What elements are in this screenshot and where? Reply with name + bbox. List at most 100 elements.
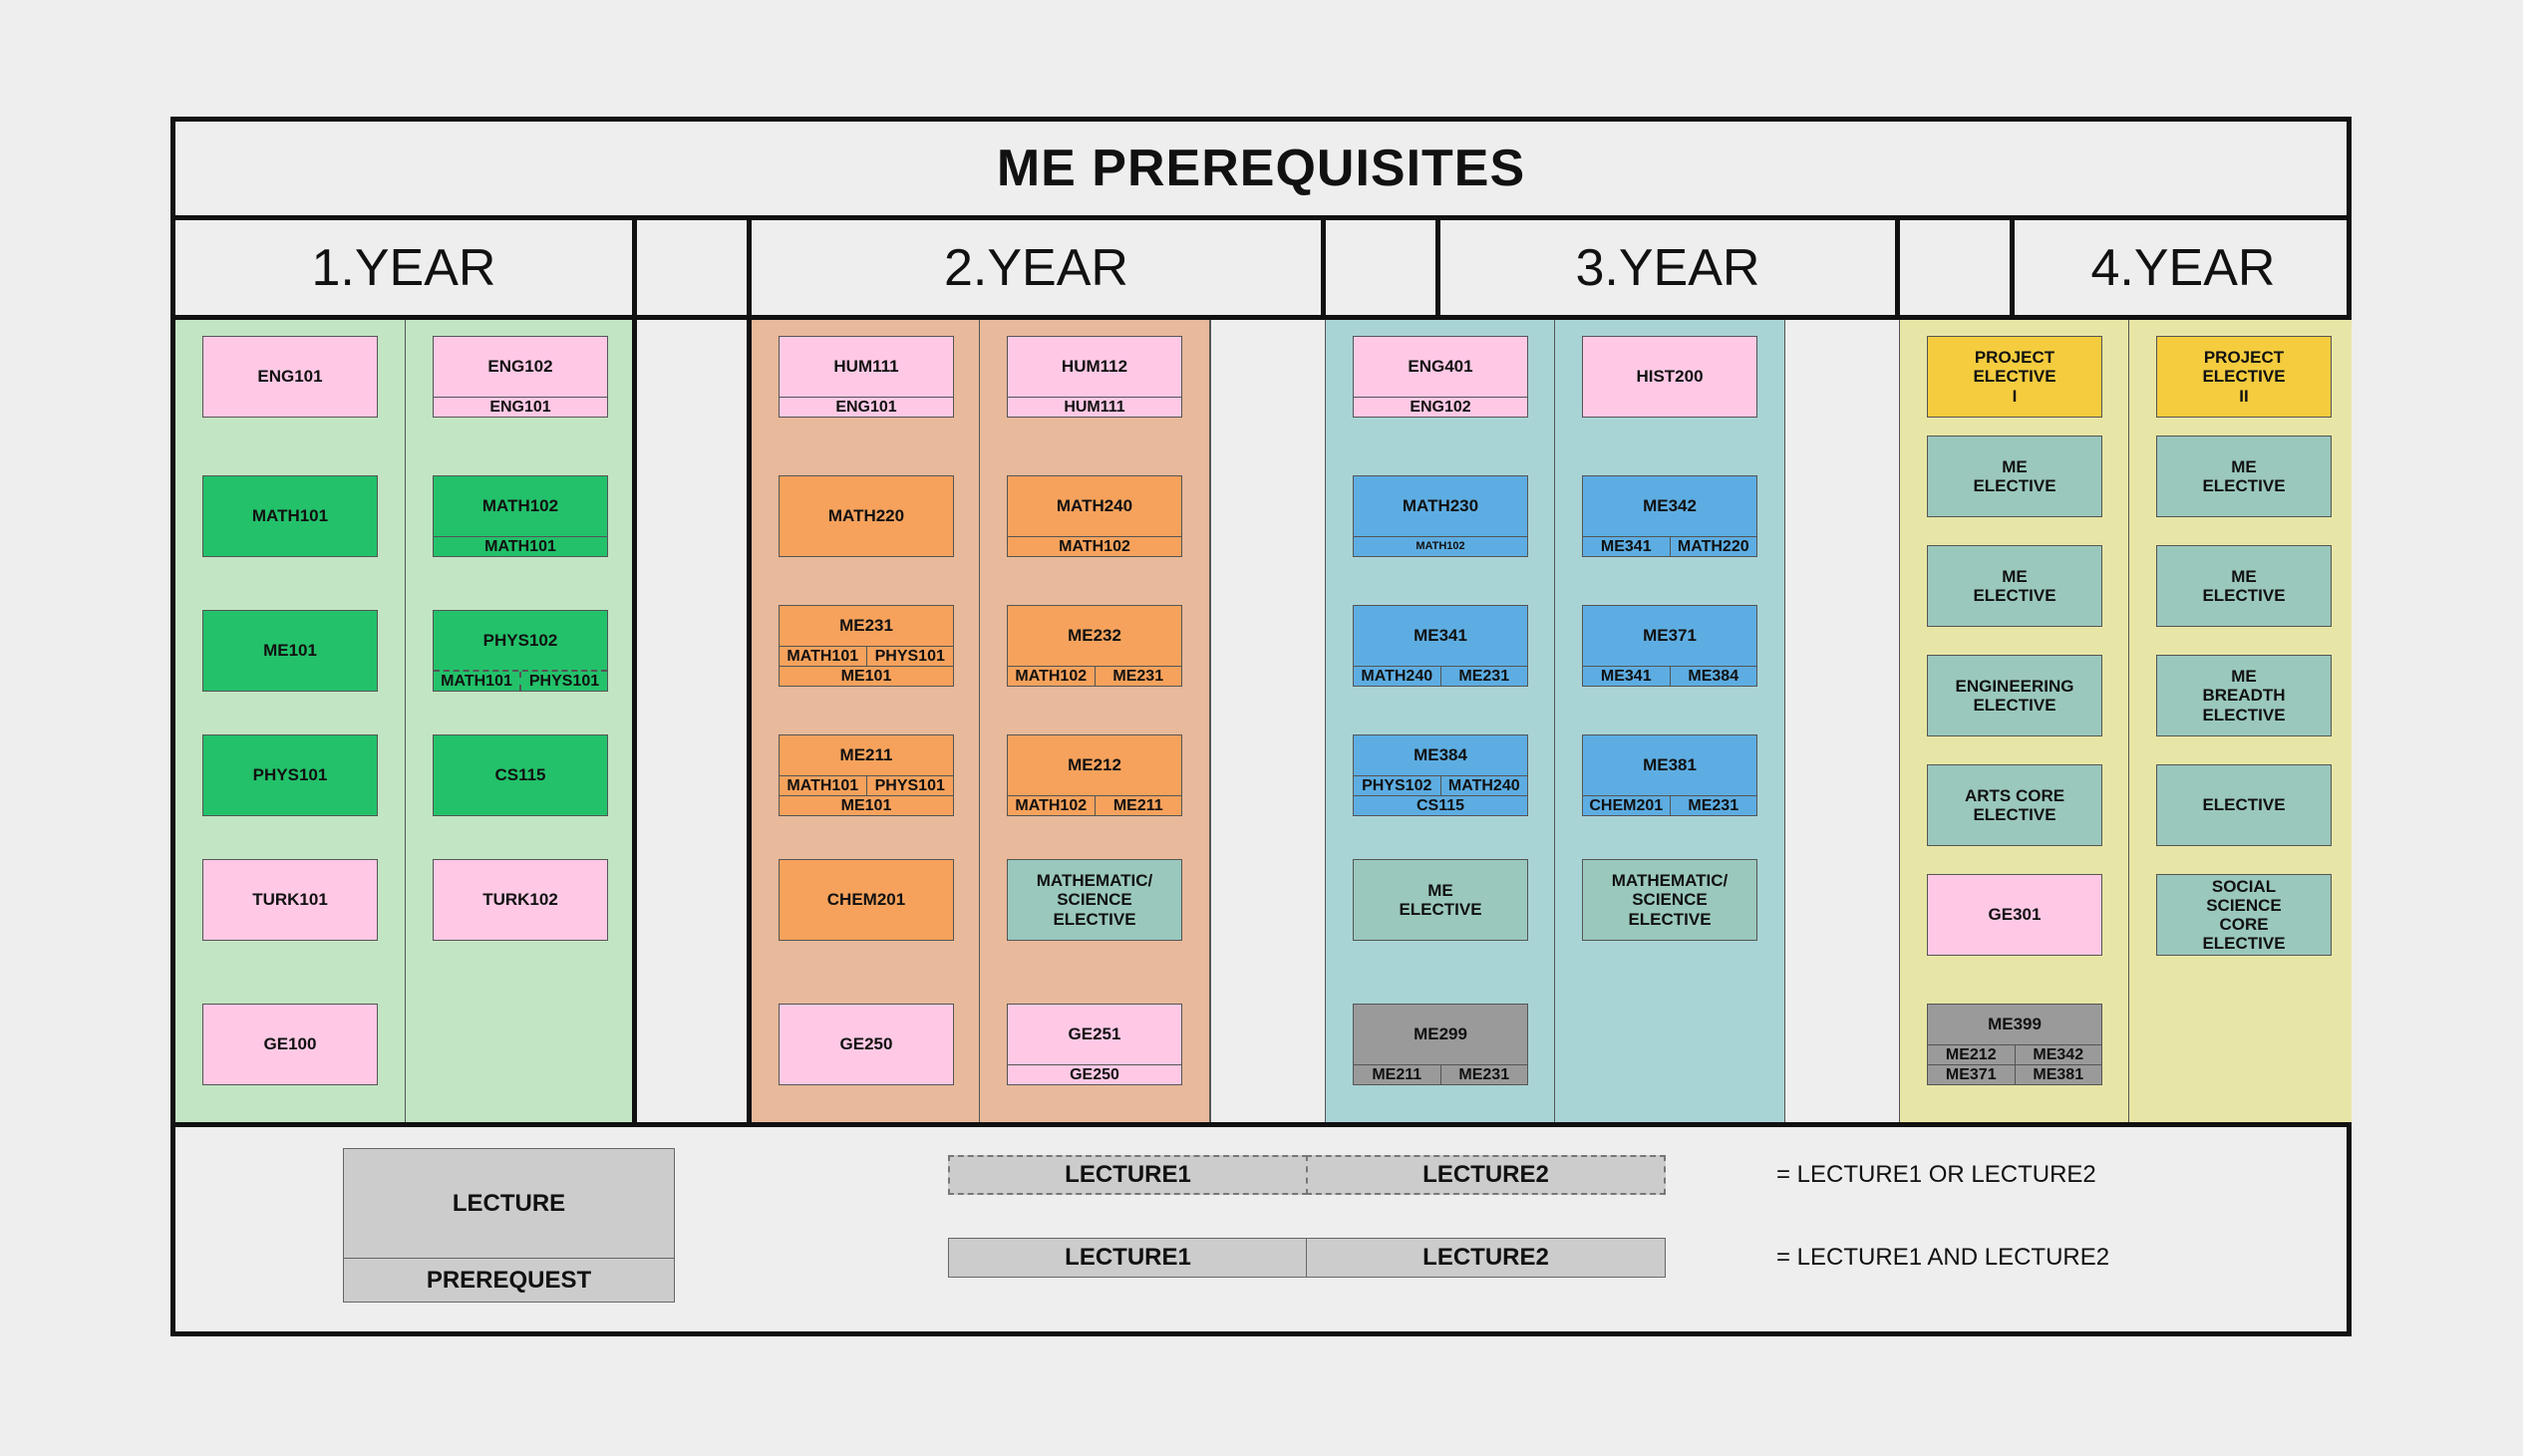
prerequisite-course: ME101 (840, 667, 892, 685)
prerequisite-course: MATH240 (1361, 667, 1433, 685)
course-name: CS115 (494, 765, 546, 785)
course-box: MATH220 (779, 475, 954, 557)
prerequisite-course: MATH101 (787, 776, 859, 794)
course-name: ENG101 (257, 367, 323, 387)
year-gap-2 (1210, 320, 1326, 1122)
prerequisite-course: ME212 (1945, 1045, 1997, 1063)
course-name: GE100 (263, 1034, 317, 1054)
course-name: ELECTIVE (2202, 795, 2286, 815)
course-box: ME ELECTIVE (1927, 436, 2102, 517)
course-name: ME381 (1643, 755, 1697, 775)
course-name: MATH101 (251, 506, 329, 526)
course-box: ME ELECTIVE (1927, 545, 2102, 627)
legend-or-lecture1-label: LECTURE1 (1065, 1161, 1191, 1188)
course-name: ME341 (1414, 626, 1467, 646)
course-name: ME371 (1643, 626, 1697, 646)
prerequisite-course: MATH102 (1059, 537, 1130, 555)
course-name: PROJECT ELECTIVE I (1973, 348, 2056, 406)
course-box: ME BREADTH ELECTIVE (2156, 655, 2332, 736)
prerequisite-row: MATH102 (1008, 536, 1181, 556)
prerequisite-course: CS115 (1416, 796, 1465, 814)
prerequisite-row: CS115 (1354, 795, 1527, 815)
course-box: MATHEMATIC/ SCIENCE ELECTIVE (1582, 859, 1757, 941)
course-box: GE250 (779, 1004, 954, 1085)
legend-and-lecture2: LECTURE2 (1306, 1238, 1666, 1278)
prerequisite-row: MATH101 (434, 536, 607, 556)
prerequisite-course: ME101 (840, 796, 892, 814)
course-name: MATH220 (827, 506, 905, 526)
prerequisite-course: ME231 (1439, 667, 1528, 686)
course-name: MATH102 (481, 496, 559, 516)
prerequisite-course: HUM111 (1064, 398, 1125, 416)
prerequisite-course: PHYS101 (519, 672, 607, 691)
course-name: ME101 (263, 641, 317, 661)
prerequisite-course: MATH240 (1439, 776, 1528, 795)
year-header-3: 3.YEAR (1440, 220, 1900, 320)
course-box: TURK101 (202, 859, 378, 941)
course-box: ENGINEERING ELECTIVE (1927, 655, 2102, 736)
course-box: ARTS CORE ELECTIVE (1927, 764, 2102, 846)
course-name: ARTS CORE ELECTIVE (1964, 785, 2065, 824)
course-box: ME ELECTIVE (2156, 436, 2332, 517)
prerequisite-course: ME341 (1600, 537, 1652, 555)
legend-or-text: = LECTURE1 OR LECTURE2 (1776, 1161, 2096, 1188)
course-name: ME232 (1068, 626, 1121, 646)
prerequisite-course: GE250 (1070, 1065, 1119, 1083)
course-box: PROJECT ELECTIVE II (2156, 336, 2332, 418)
year-gap-3 (1785, 320, 1900, 1122)
course-name: ME BREADTH ELECTIVE (2202, 667, 2286, 725)
course-name: ME399 (1988, 1015, 2042, 1034)
prerequisite-course: ME231 (1094, 667, 1182, 686)
legend-or-lecture2: LECTURE2 (1306, 1155, 1666, 1195)
course-box: TURK102 (433, 859, 608, 941)
prerequisite-course: PHYS102 (1362, 776, 1432, 794)
prerequisite-course: MATH102 (1416, 540, 1465, 552)
legend-or-lecture1: LECTURE1 (948, 1155, 1308, 1195)
prerequisite-course: MATH101 (787, 647, 859, 665)
course-name: ENG102 (487, 357, 553, 377)
course-name: MATHEMATIC/ SCIENCE ELECTIVE (1036, 871, 1153, 929)
prerequisite-row: ME101 (780, 666, 953, 686)
legend: LECTURE PREREQUEST LECTURE1 LECTURE2 = L… (175, 1122, 2347, 1336)
legend-or-lecture2-label: LECTURE2 (1422, 1161, 1549, 1188)
course-name: HIST200 (1636, 367, 1704, 387)
prerequisite-row: PHYS102 MATH240 (1354, 775, 1527, 795)
course-name: PHYS102 (482, 630, 558, 650)
course-name: PROJECT ELECTIVE II (2202, 348, 2286, 406)
prerequisite-course: CHEM201 (1589, 796, 1664, 814)
course-box: PROJECT ELECTIVE I (1927, 336, 2102, 418)
legend-lecture-label: LECTURE (452, 1190, 566, 1217)
legend-prerequest-box: PREREQUEST (343, 1258, 675, 1303)
prerequisite-row: ENG101 (780, 397, 953, 417)
course-name: SOCIAL SCIENCE CORE ELECTIVE (2202, 877, 2286, 954)
prerequisite-course: ME341 (1600, 667, 1652, 685)
header-gap-1 (637, 220, 752, 320)
course-box: PHYS101 (202, 734, 378, 816)
prerequisite-row: GE250 (1008, 1064, 1181, 1084)
diagram-title: ME PREREQUISITES (175, 122, 2347, 220)
course-name: ME ELECTIVE (2202, 456, 2286, 495)
